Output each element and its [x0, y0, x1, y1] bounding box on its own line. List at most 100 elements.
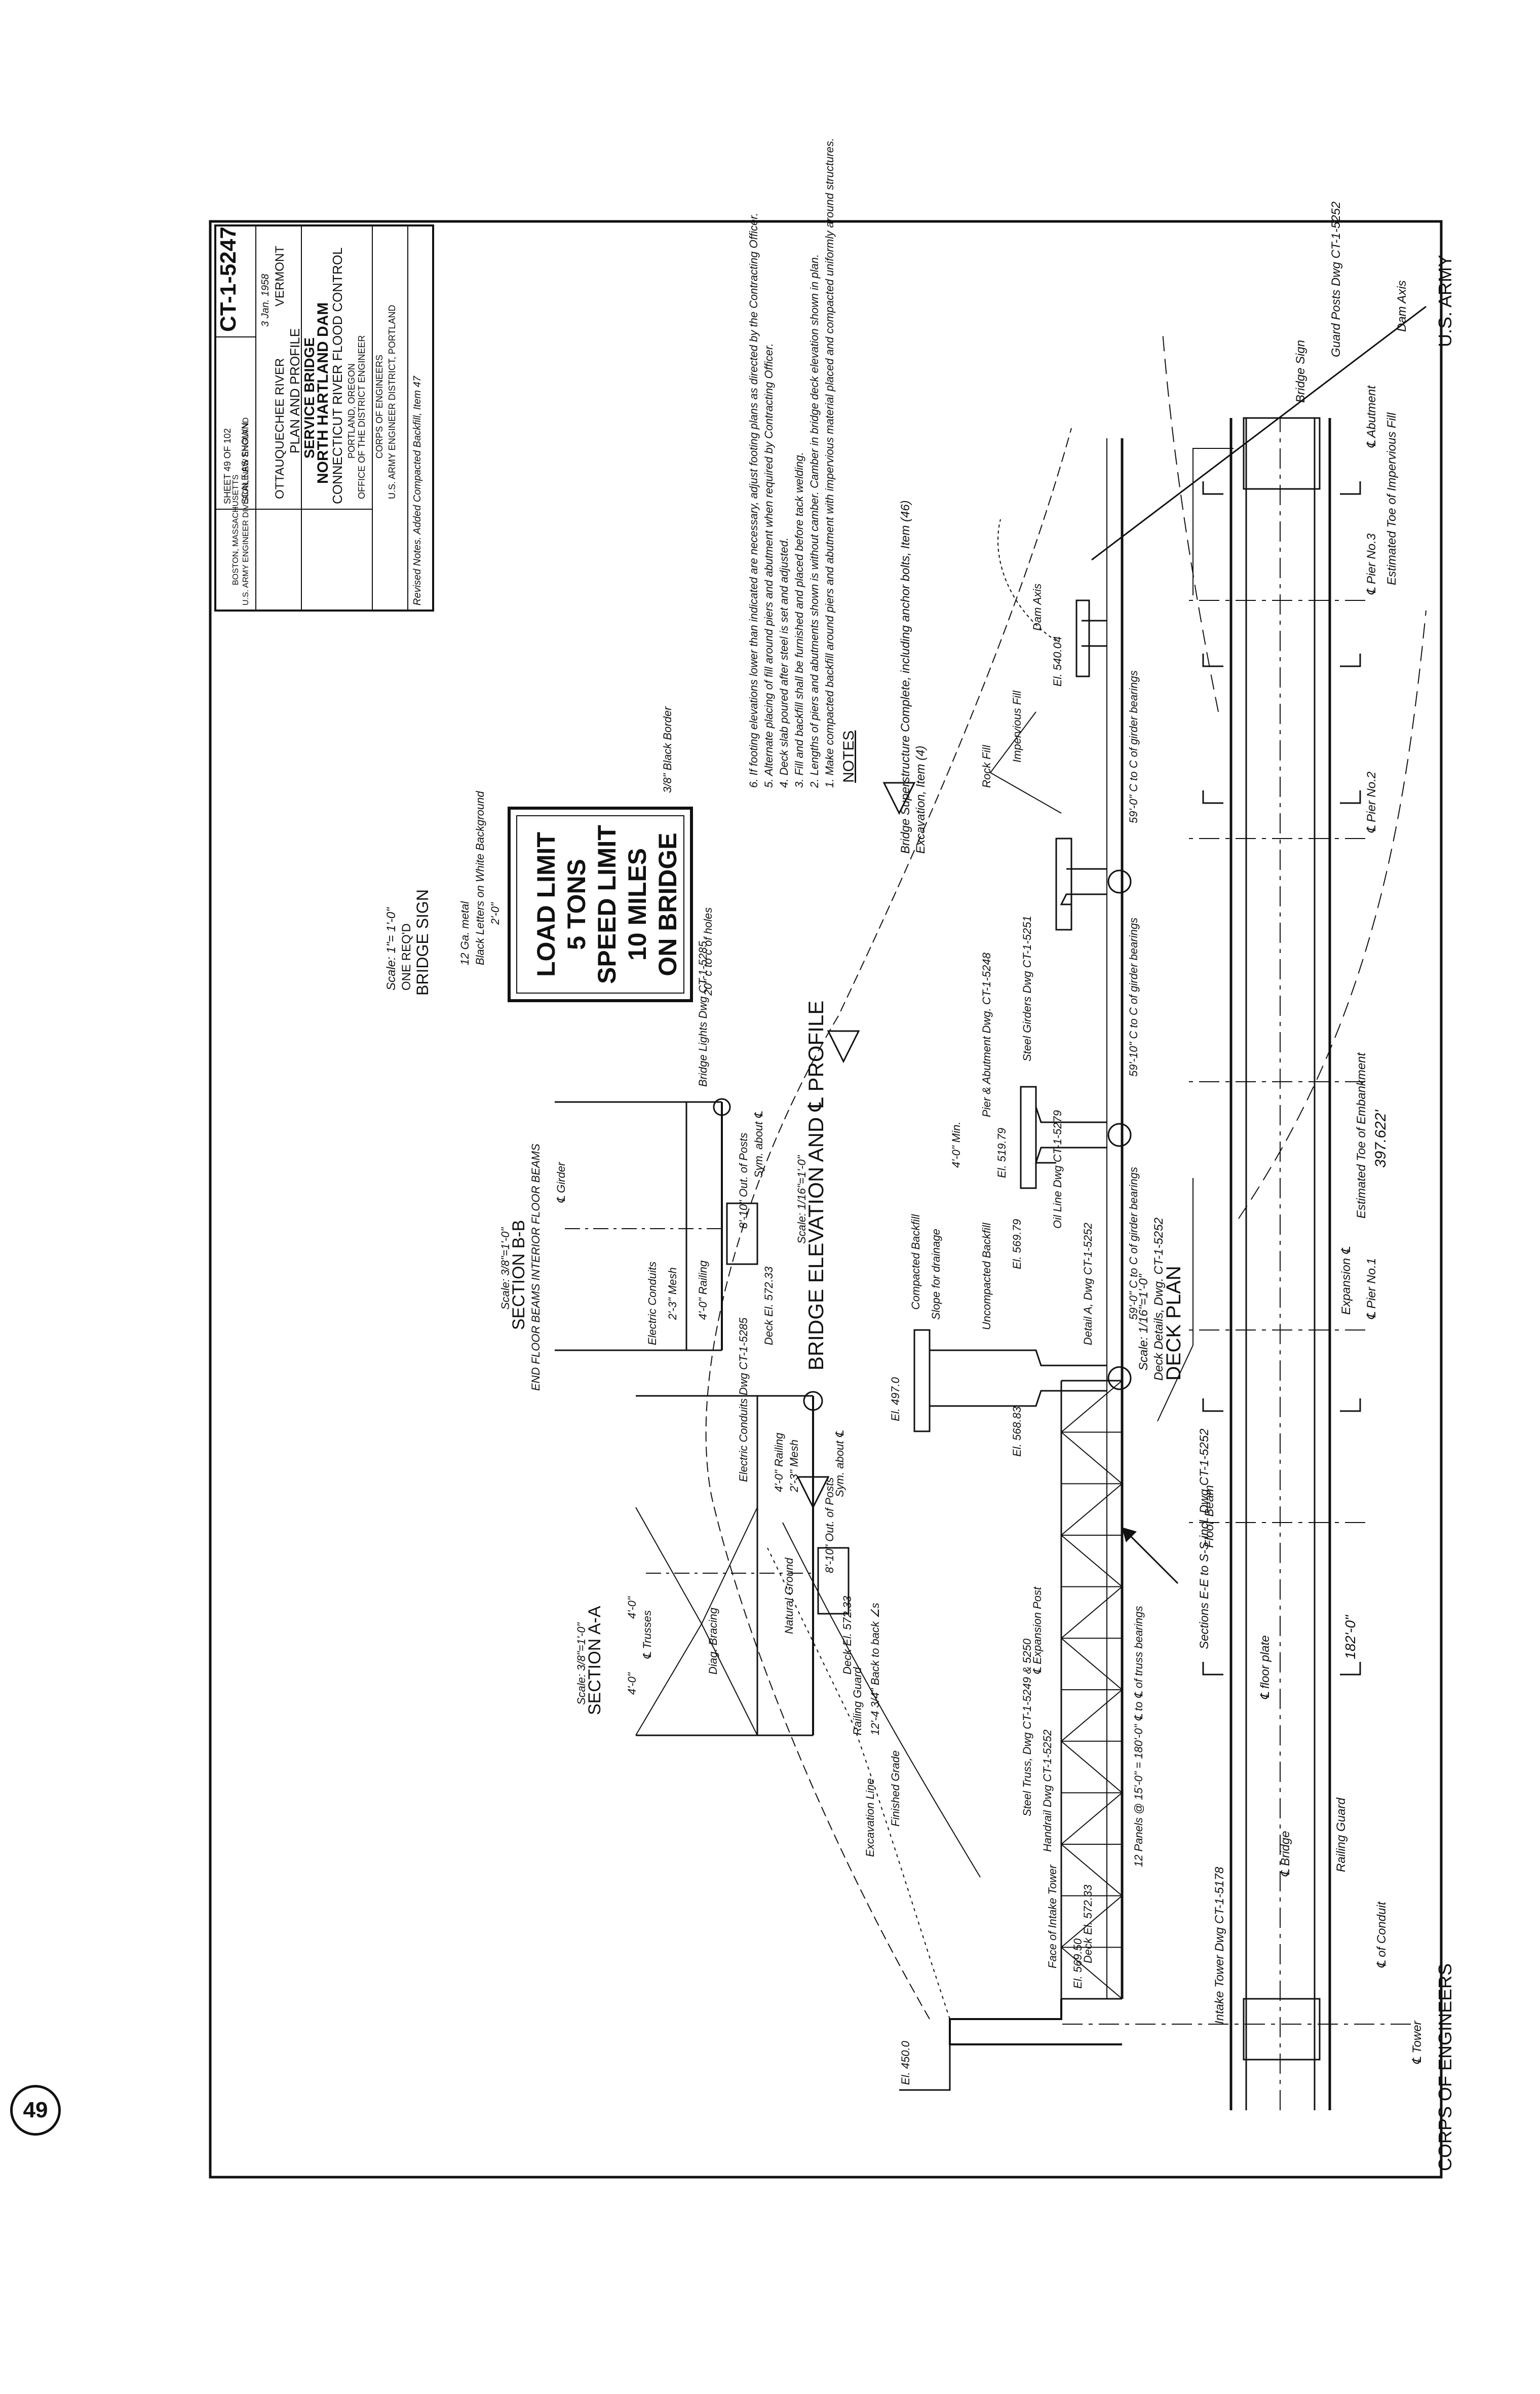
section-aa-labels: SECTION A-A Scale: 3/8"=1'-0" 12'-4 3/4"… [575, 1317, 881, 1735]
label-panels: 12 Panels @ 15'-0" = 180'-0" ℄ to ℄ of t… [1132, 1606, 1145, 1868]
section-aa-back: 12'-4 3/4" Back to back ∠s [869, 1603, 881, 1735]
label-finished-grade: Finished Grade [889, 1751, 902, 1827]
sheet-border [209, 220, 1443, 2179]
label-girder-2: 59'-10" C to C of girder bearings [1127, 918, 1140, 1077]
truss-diagonal [1061, 1844, 1123, 1896]
finished-grade-line [782, 1522, 981, 1878]
label-impervious: Impervious Fill [1011, 690, 1023, 763]
deck-plan-scale: Scale: 1/16"=1'-0" [1137, 1273, 1150, 1371]
sign-note-3: Black Letters on White Background [474, 791, 486, 965]
embankment-toe-line [1238, 610, 1427, 1219]
label-uncompacted: Uncompacted Backfill [980, 1222, 993, 1330]
note-1: 1. Make compacted backfill around piers … [823, 138, 836, 788]
label-handrail: Handrail Dwg CT-1-5252 [1041, 1730, 1054, 1852]
label-girder-3: 59'-0" C to C of girder bearings [1127, 670, 1140, 823]
label-dim-total: 397.622' [1372, 1110, 1389, 1168]
label-min4: 4'-0" Min. [950, 1122, 962, 1168]
pier-2 [1034, 1107, 1107, 1164]
tb-prepared: U.S. ARMY ENGINEER DIVISION, NEW ENGLAND [242, 417, 250, 605]
label-dam-axis: Dam Axis [1395, 280, 1409, 332]
sign-note-5: 2'-0" [489, 902, 502, 925]
label-el-56879: El. 569.79 [1011, 1219, 1023, 1269]
label-slope: Slope for drainage [930, 1229, 942, 1320]
label-el-54004: El. 540.04 [1051, 636, 1064, 687]
truss-diagonal [1061, 1947, 1123, 1999]
pier-3 [1060, 868, 1107, 905]
label-superstructure: Bridge Superstructure Complete, includin… [899, 500, 912, 854]
section-aa-d4: 4'-0" [626, 1672, 638, 1695]
section-aa-deck: Deck El. 572.33 [841, 1595, 854, 1675]
section-bb-lights: Bridge Lights Dwg CT-1-5285 [697, 940, 709, 1087]
header-right: U.S. ARMY [1435, 255, 1455, 347]
label-face-tower: Face of Intake Tower [1046, 1864, 1059, 1968]
label-pier2: ℄ Pier No.2 [1365, 772, 1378, 833]
tb-prepared-2: BOSTON, MASSACHUSETTS [232, 475, 240, 585]
section-aa-mesh: 2'-3" Mesh [788, 1439, 800, 1493]
sign-scale: Scale: 1"= 1'-0" [384, 907, 398, 991]
label-detail-a: Detail A, Dwg CT-1-5252 [1082, 1223, 1094, 1345]
label-floor-beam: Floor Beam [1203, 1485, 1216, 1548]
truss-diagonal [1061, 1792, 1123, 1845]
label-bridge: ℄ Bridge [1279, 1831, 1292, 1877]
sign-note-2: 3/8" Black Border [661, 706, 674, 793]
sign-note-4: 12 Ga. metal [458, 901, 471, 965]
section-bb-girder: ℄ Girder [555, 1161, 567, 1203]
section-aa-scale: Scale: 3/8"=1'-0" [575, 1622, 588, 1705]
sign-line-5: ON BRIDGE [653, 832, 682, 976]
section-bb-labels: SECTION B-B Scale: 3/8"=1'-0" END FLOOR … [499, 940, 775, 1391]
note-5: 5. Alternate placing of fill around pier… [762, 343, 775, 788]
truss-diagonal [1061, 1431, 1123, 1485]
section-aa-trusses: ℄ Trusses [641, 1610, 653, 1659]
sign-note-1: 20" c to c of holes [702, 907, 714, 996]
label-oil-line: Oil Line Dwg CT-1-5279 [1051, 1110, 1064, 1229]
section-bb-title: SECTION B-B [509, 1220, 528, 1330]
label-compacted: Compacted Backfill [909, 1214, 922, 1310]
label-sections: Sections E-E to S-S incl. Dwg CT-1-5252 [1198, 1429, 1211, 1649]
abutment [1082, 620, 1107, 647]
bridge-sign: LOAD LIMIT 5 TONS SPEED LIMIT 10 MILES O… [384, 706, 714, 1002]
section-aa-posts: 8'-10" Out. of Posts [823, 1477, 836, 1573]
notes-title: NOTES [840, 731, 857, 783]
tb-project: CONNECTICUT RIVER FLOOD CONTROL [330, 247, 345, 504]
deck-plan-subtitle: Deck Details, Dwg. CT-1-5252 [1152, 1218, 1166, 1381]
excavation-line [767, 1547, 950, 2020]
section-aa-sym: Sym. about ℄ [833, 1430, 846, 1497]
tb-drawing-no: CT-1-5247 [216, 226, 241, 332]
tb-sheet: SHEET 49 OF 102 [222, 428, 233, 504]
truss-diagonals [1061, 1380, 1123, 1999]
truss-diagonal [1061, 1380, 1123, 1433]
section-bb-sub: END FLOOR BEAMS INTERIOR FLOOR BEAMS [529, 1144, 542, 1391]
label-el-56883: El. 568.83 [1011, 1406, 1023, 1457]
label-steel-girders: Steel Girders Dwg CT-1-5251 [1021, 916, 1033, 1061]
label-natural-ground: Natural Ground [783, 1557, 795, 1634]
sign-line-2: 5 TONS [562, 859, 591, 950]
tb-river: OTTAUQUECHEE RIVER [273, 358, 287, 499]
truss-diagonal [1061, 1586, 1123, 1639]
sign-qty: ONE REQ'D [400, 923, 413, 991]
tb-revision: Revised Notes. Added Compacted Backfill,… [412, 375, 423, 605]
truss-diagonal [1061, 1535, 1123, 1587]
elevation-title: BRIDGE ELEVATION AND ℄ PROFILE [804, 1001, 828, 1371]
label-expansion: Expansion ℄ [1339, 1246, 1353, 1315]
section-bb-mesh: 2'-3" Mesh [666, 1267, 679, 1320]
label-el-450: El. 450.0 [899, 2040, 912, 2085]
section-aa-rail: 4'-0" Railing [773, 1432, 785, 1492]
tb-office-3: OFFICE OF THE DISTRICT ENGINEER [357, 335, 367, 499]
tb-state: VERMONT [273, 246, 287, 307]
sign-title: BRIDGE SIGN [413, 889, 432, 996]
truss-diagonal [1061, 1895, 1123, 1948]
tb-date: 3 Jan. 1958 [260, 274, 271, 327]
sheet-number-text: 49 [23, 2098, 48, 2122]
elevation-scale: Scale: 1/16"=1'-0" [795, 1155, 808, 1244]
label-el-56950: El. 569.50 [1071, 1938, 1084, 1989]
label-dam-axis-elev: Dam Axis [1031, 584, 1044, 631]
section-bb-scale: Scale: 3/8"=1'-0" [499, 1227, 512, 1310]
tb-dam: NORTH HARTLAND DAM [315, 302, 331, 484]
note-3: 3. Fill and backfill shall be furnished … [793, 452, 805, 788]
label-bridge-sign: Bridge Sign [1294, 340, 1307, 403]
label-el-4970: El. 497.0 [889, 1377, 902, 1421]
rotated-drawing: CORPS OF ENGINEERS U.S. ARMY [200, 138, 1455, 2181]
note-2: 2. Lengths of piers and abutments shown … [808, 254, 821, 788]
engineering-drawing: CORPS OF ENGINEERS U.S. ARMY [209, 138, 1455, 2179]
tb-bridge: SERVICE BRIDGE [301, 337, 317, 459]
